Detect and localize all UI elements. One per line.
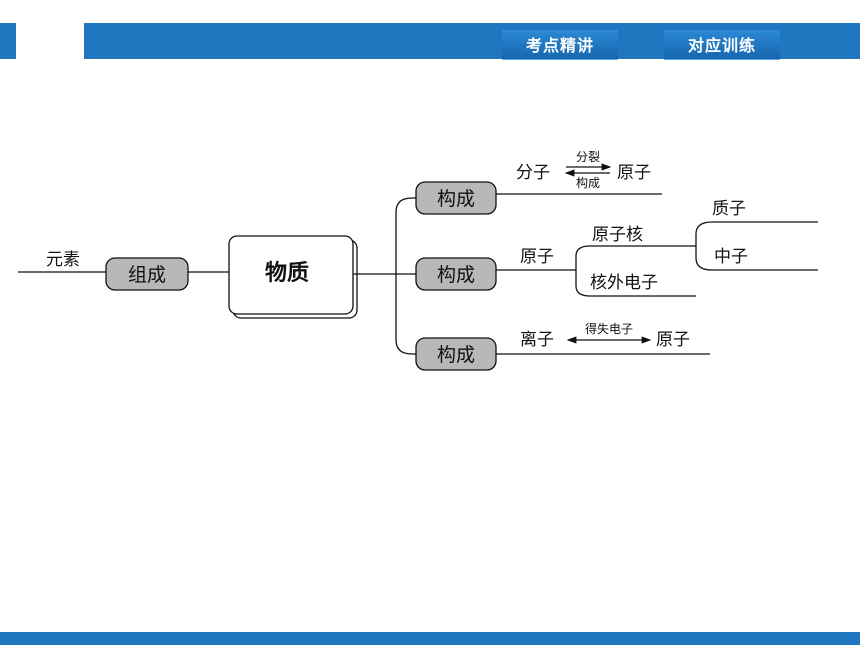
constitute-label-3: 构成 [437, 344, 475, 366]
gain-lose-electron-label: 得失电子 [585, 321, 633, 336]
atom-label-2: 原子 [520, 247, 554, 267]
neutron-line [695, 246, 818, 271]
split-label: 分裂 [576, 150, 600, 164]
compose-label: 组成 [128, 264, 166, 286]
neutron-label: 中子 [714, 247, 748, 267]
proton-line [695, 221, 818, 246]
constitute-label-2: 构成 [437, 264, 475, 286]
footer-bar [0, 632, 860, 645]
electron-label: 核外电子 [590, 273, 658, 293]
fork-lower [395, 274, 416, 355]
constitute-node-2 [415, 257, 497, 291]
matter-label: 物质 [265, 260, 309, 286]
atom-label-1: 原子 [617, 163, 651, 183]
compose-node [105, 257, 189, 291]
tab-key-points[interactable]: 考点精讲 [502, 30, 618, 60]
header-bar-left [0, 23, 16, 59]
nucleus-line [575, 245, 696, 270]
molecule-label: 分子 [516, 163, 550, 183]
constitute-arrow-label: 构成 [576, 175, 600, 190]
constitute-label-1: 构成 [437, 188, 475, 210]
electron-line [575, 270, 696, 297]
element-label: 元素 [46, 250, 80, 270]
nucleus-label: 原子核 [592, 225, 643, 245]
ion-label: 离子 [520, 330, 554, 350]
fork-upper [395, 197, 416, 274]
proton-label: 质子 [712, 199, 746, 219]
tab-practice[interactable]: 对应训练 [664, 30, 780, 60]
matter-node [228, 235, 354, 315]
atom-label-3: 原子 [656, 330, 690, 350]
constitute-node-1 [415, 181, 497, 215]
